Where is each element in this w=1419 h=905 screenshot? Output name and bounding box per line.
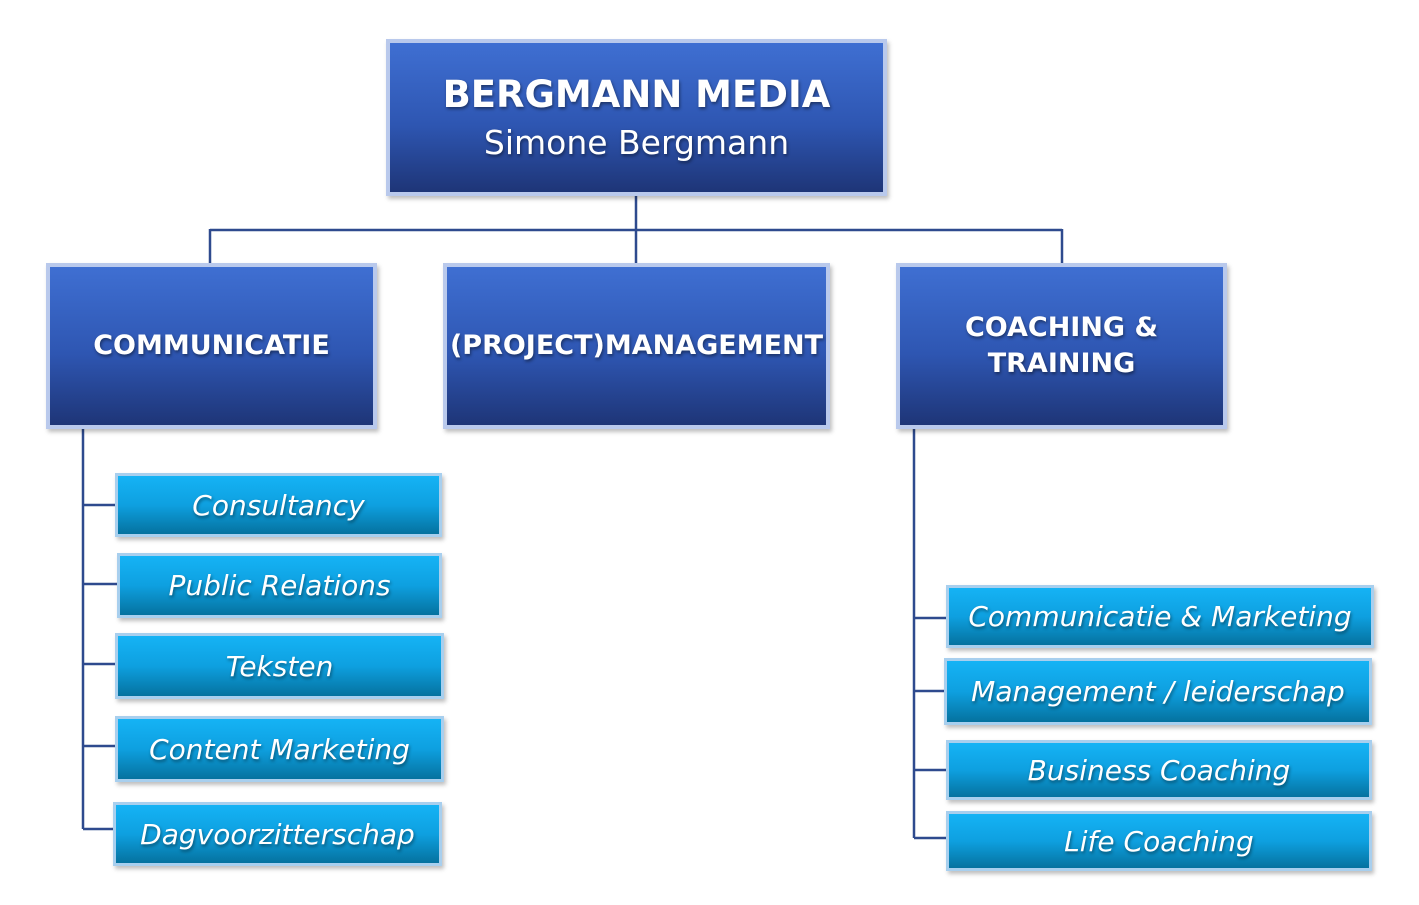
item-label: Consultancy [192,488,365,522]
department-coaching-training: COACHING & TRAINING [896,263,1227,429]
item-label: Content Marketing [149,732,410,766]
item-dagvoorzitterschap: Dagvoorzitterschap [113,802,442,866]
item-label: Management / leiderschap [971,675,1345,708]
item-consultancy: Consultancy [115,473,442,537]
department-projectmanagement: (PROJECT)MANAGEMENT [443,263,830,429]
item-label: Life Coaching [1064,824,1254,858]
root-subtitle: Simone Bergmann [483,122,790,162]
item-label: Business Coaching [1027,753,1291,787]
item-label: Teksten [225,649,334,683]
item-label: Public Relations [168,569,391,602]
item-management-leiderschap: Management / leiderschap [944,658,1372,725]
item-business-coaching: Business Coaching [946,740,1372,800]
department-communicatie: COMMUNICATIE [46,263,377,429]
department-label: TRAINING [987,348,1136,379]
item-communicatie-marketing: Communicatie & Marketing [946,585,1374,648]
department-label: COMMUNICATIE [93,330,330,361]
item-life-coaching: Life Coaching [946,811,1372,871]
root-title: BERGMANN MEDIA [442,72,831,116]
root-box: BERGMANN MEDIA Simone Bergmann [386,39,887,196]
item-content-marketing: Content Marketing [115,716,444,782]
item-label: Communicatie & Marketing [968,600,1352,633]
item-public-relations: Public Relations [117,553,442,618]
department-label: COACHING & [964,312,1159,343]
item-label: Dagvoorzitterschap [140,817,415,851]
item-teksten: Teksten [115,633,444,699]
department-label: (PROJECT)MANAGEMENT [449,330,824,361]
